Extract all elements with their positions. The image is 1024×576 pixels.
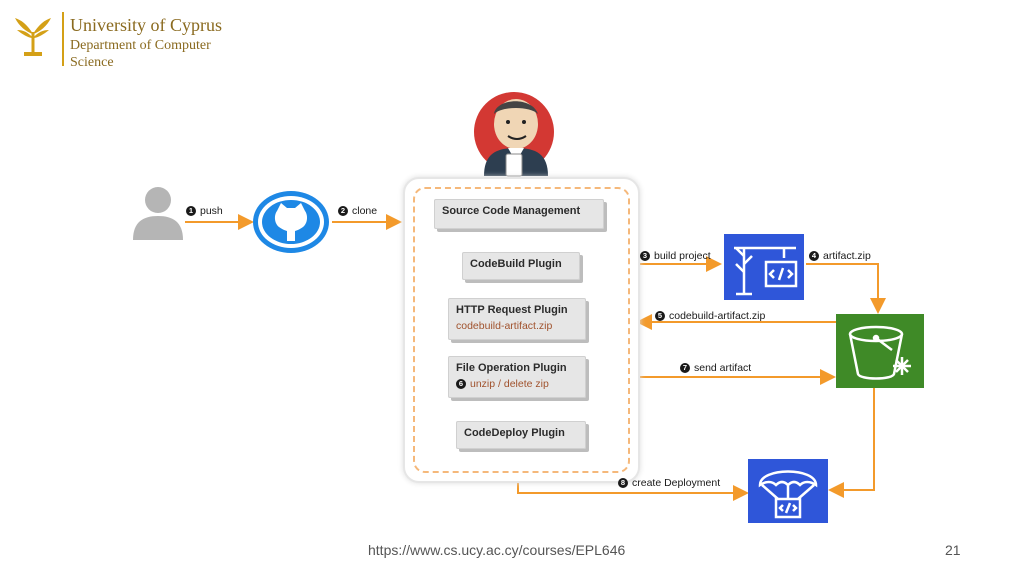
step-8-badge: 8 <box>618 478 628 488</box>
step-5-badge: 5 <box>655 311 665 321</box>
university-name: University of Cyprus <box>70 15 222 35</box>
codedeploy-plugin-label: CodeDeploy Plugin <box>464 427 565 439</box>
codebuild-plugin-label: CodeBuild Plugin <box>470 258 562 270</box>
page-number: 21 <box>945 542 961 558</box>
course-url: https://www.cs.ucy.ac.cy/courses/EPL646 <box>368 542 626 558</box>
codedeploy-icon <box>748 459 828 523</box>
olive-tree-icon <box>15 18 51 56</box>
github-icon <box>251 189 331 255</box>
university-logo: University of Cyprus Department of Compu… <box>8 8 238 72</box>
scm-plugin: Source Code Management <box>434 199 604 229</box>
step-2-badge: 2 <box>338 206 348 216</box>
file-operation-plugin-sub: unzip / delete zip <box>470 378 549 390</box>
department-name-line2: Science <box>70 55 114 70</box>
jenkins-icon <box>470 88 560 182</box>
file-operation-plugin: File Operation Plugin 6 unzip / delete zi… <box>448 356 586 398</box>
step-3-badge: 3 <box>640 251 650 261</box>
step-6-badge: 6 <box>456 379 466 389</box>
http-request-plugin-label: HTTP Request Plugin <box>456 304 568 316</box>
user-icon <box>131 184 185 242</box>
step-4-badge: 4 <box>809 251 819 261</box>
codedeploy-plugin: CodeDeploy Plugin <box>456 421 586 449</box>
step-7-badge: 7 <box>680 363 690 373</box>
file-operation-plugin-label: File Operation Plugin <box>456 362 567 374</box>
step-1-badge: 1 <box>186 206 196 216</box>
s3-bucket-icon <box>836 314 924 388</box>
http-request-plugin-sub: codebuild-artifact.zip <box>456 320 553 332</box>
codebuild-plugin: CodeBuild Plugin <box>462 252 580 280</box>
codebuild-icon <box>724 234 804 300</box>
scm-plugin-label: Source Code Management <box>442 205 581 217</box>
department-name-line1: Department of Computer <box>70 38 211 53</box>
http-request-plugin: HTTP Request Plugin codebuild-artifact.z… <box>448 298 586 340</box>
